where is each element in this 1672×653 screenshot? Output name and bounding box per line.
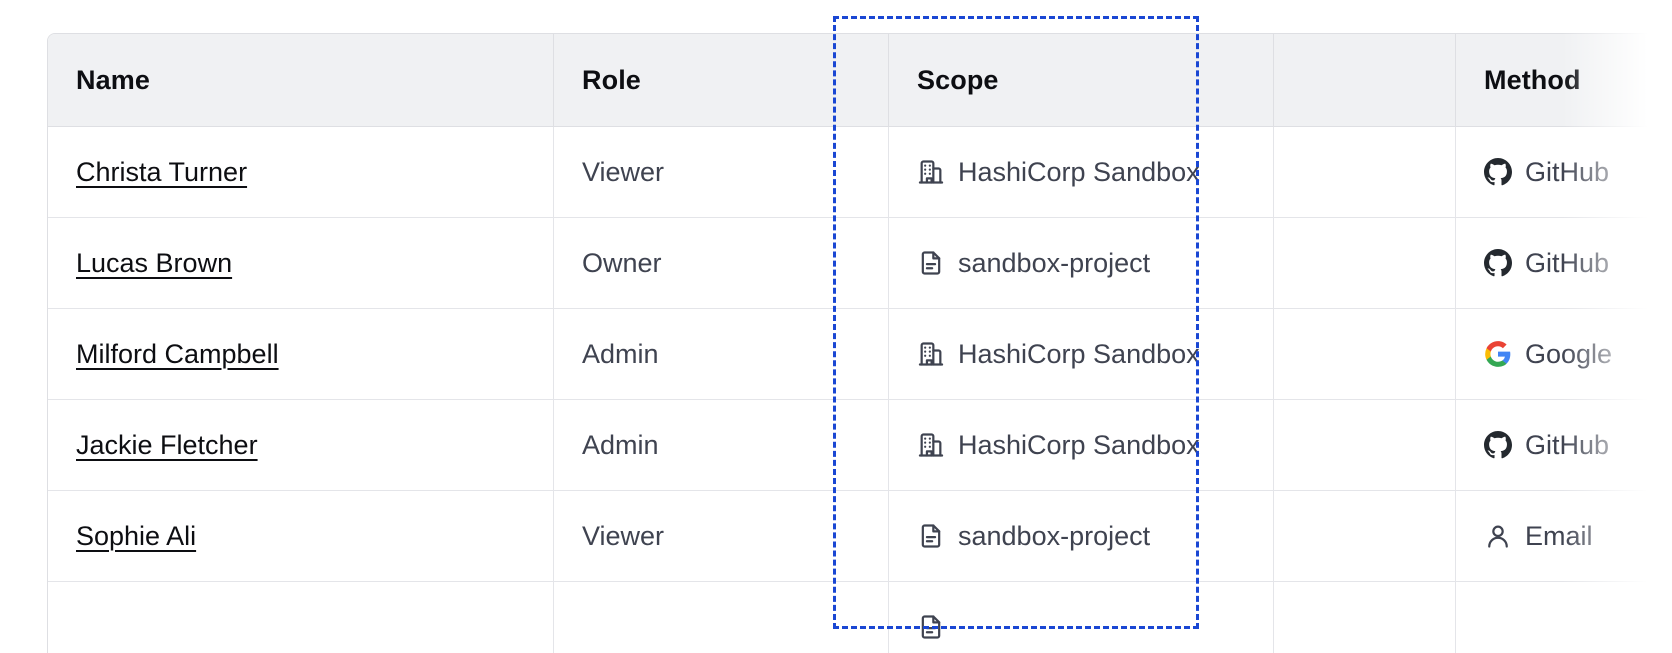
table-row: Jackie Fletcher Admin	[48, 400, 1672, 491]
cell-scope: sandbox-project	[889, 218, 1274, 309]
cell-blank	[1274, 309, 1456, 400]
cell-role: Owner	[554, 218, 889, 309]
cell-role	[554, 582, 889, 653]
cell-blank	[1274, 582, 1456, 653]
cell-role: Admin	[554, 309, 889, 400]
table-header: Name Role Scope Method	[48, 34, 1672, 127]
cell-method: Email	[1456, 491, 1672, 582]
cell-method-label: GitHub	[1525, 247, 1610, 278]
column-header-method[interactable]: Method	[1456, 34, 1672, 127]
members-table-viewport[interactable]: Name Role Scope Method Christa Turner Vi…	[47, 33, 1672, 653]
cell-method: Google	[1456, 309, 1672, 400]
table-row: Christa Turner Viewer	[48, 127, 1672, 218]
column-header-name[interactable]: Name	[48, 34, 554, 127]
organization-icon	[917, 340, 945, 368]
cell-scope: HashiCorp Sandbox	[889, 400, 1274, 491]
table-body: Christa Turner Viewer	[48, 127, 1672, 653]
cell-blank	[1274, 491, 1456, 582]
cell-method: GitHub	[1456, 400, 1672, 491]
cell-method: GitHub	[1456, 127, 1672, 218]
cell-blank	[1274, 218, 1456, 309]
cell-scope: HashiCorp Sandbox	[889, 309, 1274, 400]
column-header-blank	[1274, 34, 1456, 127]
cell-method-label: GitHub	[1525, 429, 1610, 460]
table-row: Lucas Brown Owner sandbox-project	[48, 218, 1672, 309]
cell-name: Jackie Fletcher	[48, 400, 554, 491]
cell-role: Viewer	[554, 491, 889, 582]
column-header-role[interactable]: Role	[554, 34, 889, 127]
cell-method: GitHub	[1456, 218, 1672, 309]
user-icon	[1484, 522, 1512, 550]
google-icon	[1484, 340, 1512, 368]
project-document-icon	[917, 249, 945, 277]
table-row	[48, 582, 1672, 653]
github-icon	[1484, 158, 1512, 186]
cell-method	[1456, 582, 1672, 653]
member-name-link[interactable]: Christa Turner	[76, 156, 248, 187]
organization-icon	[917, 431, 945, 459]
cell-scope: sandbox-project	[889, 491, 1274, 582]
github-icon	[1484, 249, 1512, 277]
cell-method-label: Email	[1525, 520, 1593, 551]
member-name-link[interactable]: Jackie Fletcher	[76, 429, 258, 460]
organization-icon	[917, 158, 945, 186]
cell-blank	[1274, 127, 1456, 218]
cell-scope-label: sandbox-project	[958, 520, 1151, 551]
table-row: Sophie Ali Viewer sandbox-project	[48, 491, 1672, 582]
cell-method-label: Google	[1525, 338, 1613, 369]
cell-name	[48, 582, 554, 653]
cell-scope-label: HashiCorp Sandbox	[958, 429, 1200, 460]
cell-name: Sophie Ali	[48, 491, 554, 582]
cell-name: Christa Turner	[48, 127, 554, 218]
cell-scope-label: HashiCorp Sandbox	[958, 156, 1200, 187]
cell-scope-label: sandbox-project	[958, 247, 1151, 278]
cell-name: Milford Campbell	[48, 309, 554, 400]
project-document-icon	[917, 613, 945, 641]
cell-scope	[889, 582, 1274, 653]
cell-scope: HashiCorp Sandbox	[889, 127, 1274, 218]
column-header-scope[interactable]: Scope	[889, 34, 1274, 127]
member-name-link[interactable]: Lucas Brown	[76, 247, 233, 278]
members-table: Name Role Scope Method Christa Turner Vi…	[47, 33, 1672, 653]
cell-method-label: GitHub	[1525, 156, 1610, 187]
table-row: Milford Campbell Admin	[48, 309, 1672, 400]
table-header-row: Name Role Scope Method	[48, 34, 1672, 127]
cell-scope-label: HashiCorp Sandbox	[958, 338, 1200, 369]
cell-role: Admin	[554, 400, 889, 491]
member-name-link[interactable]: Milford Campbell	[76, 338, 279, 369]
cell-name: Lucas Brown	[48, 218, 554, 309]
cell-blank	[1274, 400, 1456, 491]
project-document-icon	[917, 522, 945, 550]
cell-role: Viewer	[554, 127, 889, 218]
github-icon	[1484, 431, 1512, 459]
member-name-link[interactable]: Sophie Ali	[76, 520, 197, 551]
